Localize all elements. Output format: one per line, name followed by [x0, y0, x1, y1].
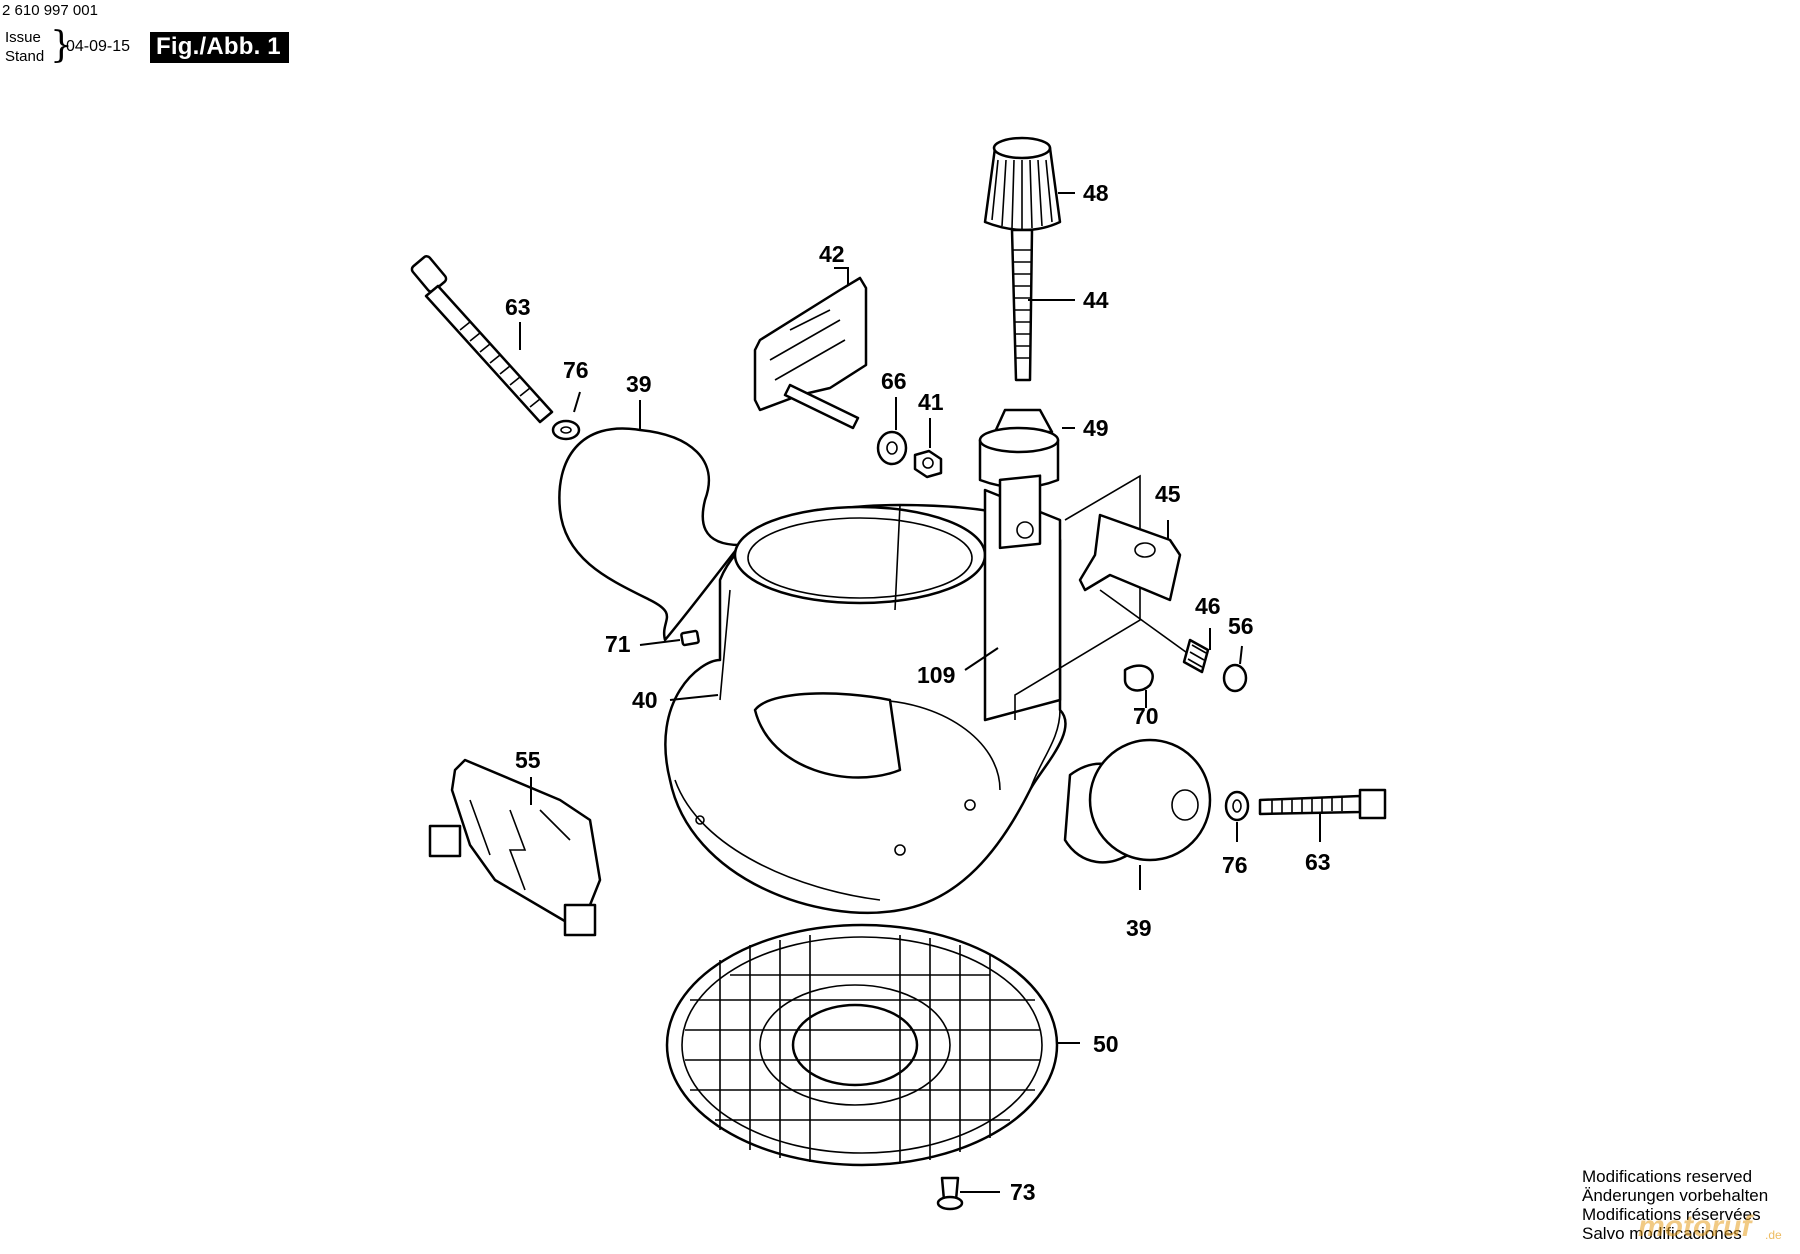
threaded-rod-44: [1010, 228, 1034, 382]
callout-63-lower: 63: [1305, 849, 1331, 875]
callout-50: 50: [1093, 1031, 1119, 1057]
issue-label: Issue: [5, 29, 41, 46]
watermark-logo: motoruf: [1638, 1210, 1752, 1243]
bracket-45: [1078, 513, 1182, 602]
callout-42: 42: [819, 241, 845, 267]
callout-55: 55: [515, 747, 541, 773]
note-de: Änderungen vorbehalten: [1582, 1186, 1769, 1205]
brace-glyph: }: [50, 25, 73, 66]
callout-73: 73: [1010, 1179, 1036, 1205]
note-en: Modifications reserved: [1582, 1167, 1753, 1186]
callout-45: 45: [1155, 481, 1181, 507]
watermark-tld: .de: [1765, 1228, 1782, 1242]
router-base-40: [664, 474, 1067, 915]
callout-56: 56: [1228, 613, 1254, 639]
part-number: 2 610 997 001: [2, 2, 98, 19]
callout-109: 109: [917, 662, 955, 688]
washer-66: [876, 430, 908, 466]
height-nut-49: [993, 408, 1054, 434]
note-es: Salvo modificaciones: [1582, 1224, 1742, 1243]
washer-76-upper: [551, 419, 581, 441]
modification-notes: Modifications reserved Änderungen vorbeh…: [1582, 1167, 1768, 1243]
callout-40: 40: [632, 687, 658, 713]
callout-46: 46: [1195, 593, 1221, 619]
callout-49: 49: [1083, 415, 1109, 441]
callout-63-upper: 63: [505, 294, 531, 320]
callout-39-lower: 39: [1126, 915, 1152, 941]
washer-76-lower: [1224, 790, 1250, 822]
nut-41: [913, 449, 943, 479]
clamp-lever-42: [753, 276, 868, 412]
note-fr: Modifications réservées: [1582, 1205, 1761, 1224]
callout-76-upper: 76: [563, 357, 589, 383]
screw-63-upper: [410, 255, 554, 424]
callout-44: 44: [1083, 287, 1109, 313]
clip-70: [1123, 664, 1154, 692]
sub-base-50: [665, 923, 1059, 1167]
knob-39-upper: [558, 427, 742, 642]
stand-label: Stand: [5, 48, 45, 65]
screw-63-lower: [1258, 794, 1362, 816]
knob-39-lower: [1063, 738, 1212, 864]
cap-56: [1222, 663, 1248, 693]
issue-date: 04-09-15: [66, 38, 131, 55]
pin-71: [680, 629, 700, 647]
callout-76-lower: 76: [1222, 852, 1248, 878]
callout-48: 48: [1083, 180, 1109, 206]
callout-71: 71: [605, 631, 631, 657]
callout-41: 41: [918, 389, 944, 415]
figure-label: Fig./Abb. 1: [150, 32, 289, 63]
callout-39-upper: 39: [626, 371, 652, 397]
callout-70: 70: [1133, 703, 1159, 729]
callout-66: 66: [881, 368, 907, 394]
